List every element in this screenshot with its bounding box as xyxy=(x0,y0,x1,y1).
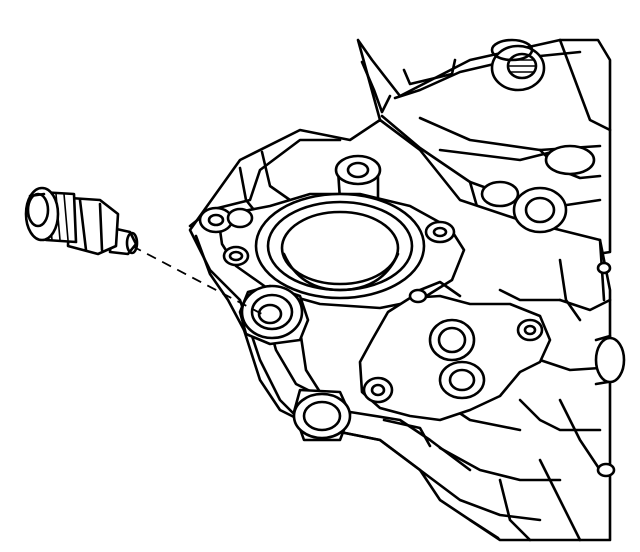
side-bolt xyxy=(594,261,626,478)
top-bolt-boss xyxy=(490,38,546,92)
threaded-sensor xyxy=(24,186,139,256)
sensor-port xyxy=(238,284,310,346)
mounting-plate xyxy=(358,280,552,422)
installation-path-line xyxy=(131,245,263,315)
coolant-port xyxy=(198,192,466,310)
lower-boss xyxy=(292,388,432,448)
right-boss xyxy=(480,144,596,234)
